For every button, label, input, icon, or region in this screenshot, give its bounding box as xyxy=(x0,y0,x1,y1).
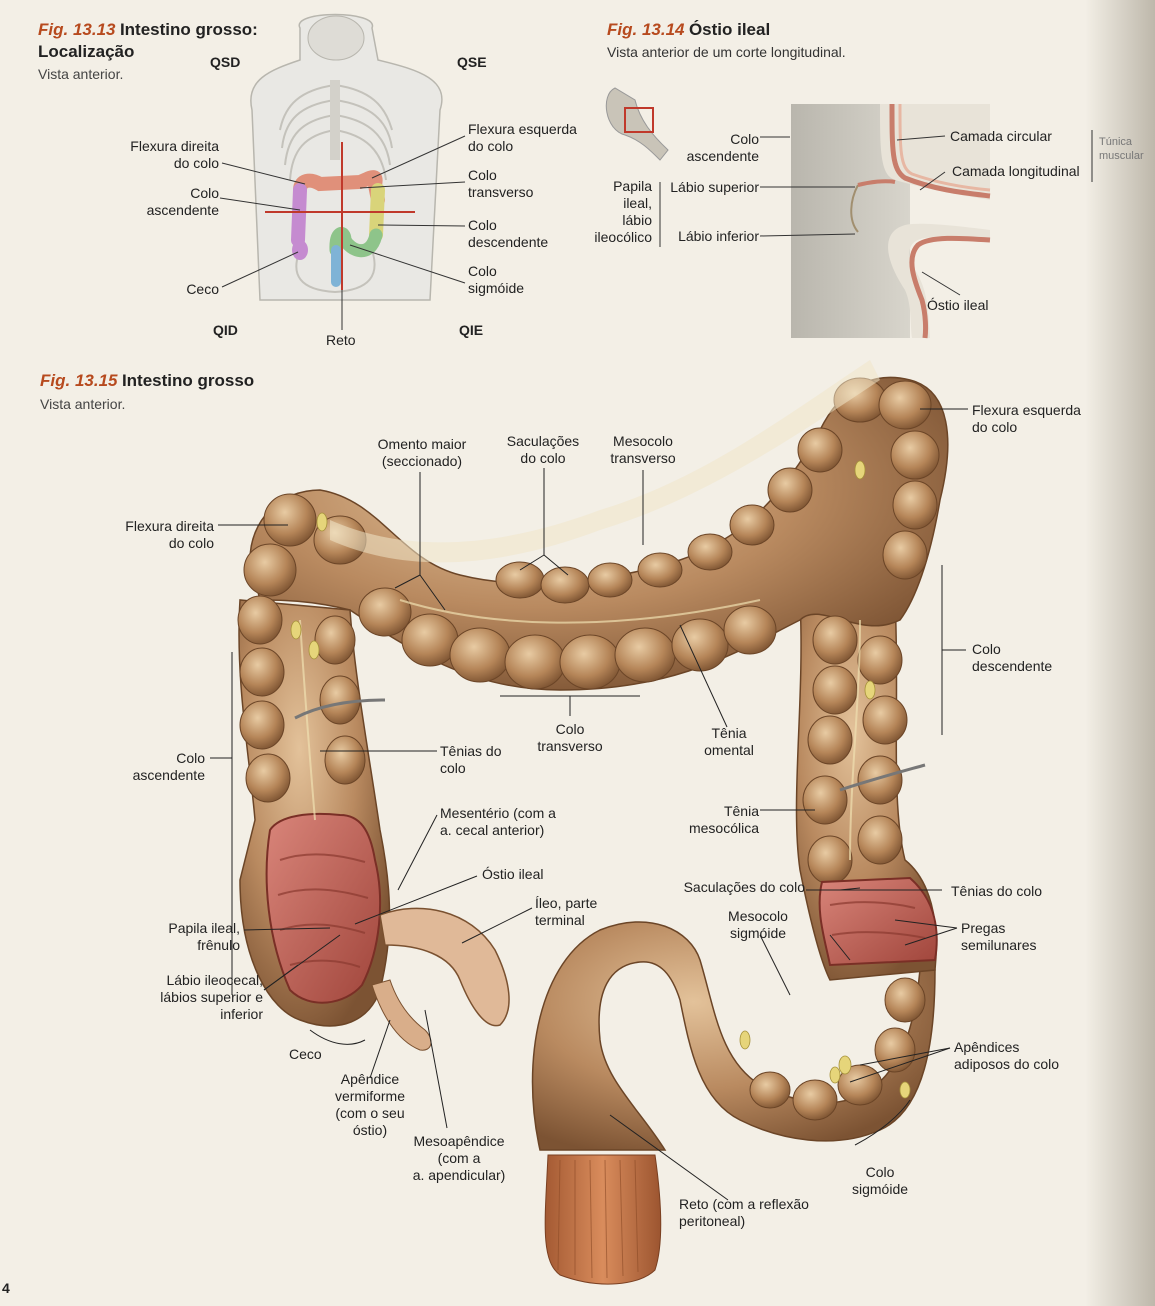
fig15-subtitle: Vista anterior. xyxy=(40,396,126,412)
fig15-label-omento-maior: Omento maior(seccionado) xyxy=(377,436,467,469)
fig14-label-labio-superior: Lábio superior xyxy=(670,179,759,195)
quadrant-qie: QIE xyxy=(459,322,484,338)
fig13-leaders xyxy=(219,135,466,330)
quadrant-qid: QID xyxy=(213,322,238,338)
fig13-label-reto: Reto xyxy=(326,332,356,348)
fig14-label-camada-longitudinal: Camada longitudinal xyxy=(952,163,1080,179)
large-intestine-illustration xyxy=(237,360,949,1285)
fig15-heading: Fig. 13.15 Intestino grosso xyxy=(40,371,254,391)
fig14-label-camada-circular: Camada circular xyxy=(950,128,1052,144)
fig13-subtitle: Vista anterior. xyxy=(38,66,124,82)
page-number: 4 xyxy=(2,1280,10,1296)
ostium-thumbnail xyxy=(605,87,669,161)
fig15-label-labio-ileocecal: Lábio ileocecal,lábios superior e inferi… xyxy=(160,972,263,1022)
fig13-label-ceco: Ceco xyxy=(186,281,219,297)
fig14-label-labio-inferior: Lábio inferior xyxy=(678,228,759,244)
fig14-title: Óstio ileal xyxy=(688,20,771,39)
fig15-leaders xyxy=(210,408,968,1201)
fig15-label-tenias-colo-right: Tênias do colo xyxy=(951,883,1043,899)
ostium-section xyxy=(791,103,991,339)
fig15-title: Intestino grosso xyxy=(121,371,255,390)
fig13-title-line2: Localização xyxy=(38,42,135,61)
fig15-label-saculacoes-right: Saculações do colo xyxy=(683,879,805,895)
fig15-label-papila-ileal-frenulo: Papila ileal,frênulo xyxy=(168,920,240,953)
fig14-subtitle: Vista anterior de um corte longitudinal. xyxy=(607,44,846,60)
torso-illustration xyxy=(250,13,443,301)
fig15-label-mesoapendice: Mesoapêndice(com a a. apendicular) xyxy=(412,1133,506,1183)
fig14-label-ostio-ileal: Óstio ileal xyxy=(927,297,989,313)
page-edge-shadow xyxy=(1085,0,1155,1306)
fig13-number: Fig. 13.13 xyxy=(38,20,116,39)
fig15-number: Fig. 13.15 xyxy=(40,371,118,390)
fig15-label-ceco: Ceco xyxy=(289,1046,322,1062)
fig14-heading: Fig. 13.14 Óstio ileal xyxy=(607,20,770,40)
fig13-title-line1: Intestino grosso: xyxy=(119,20,258,39)
quadrant-qse: QSE xyxy=(457,54,487,70)
fig14-leaders xyxy=(659,130,1093,296)
fig13-heading: Fig. 13.13 Intestino grosso: xyxy=(38,20,258,40)
fig15-label-ostio-ileal: Óstio ileal xyxy=(482,866,544,882)
fig14-number: Fig. 13.14 xyxy=(607,20,685,39)
quadrant-qsd: QSD xyxy=(210,54,241,70)
